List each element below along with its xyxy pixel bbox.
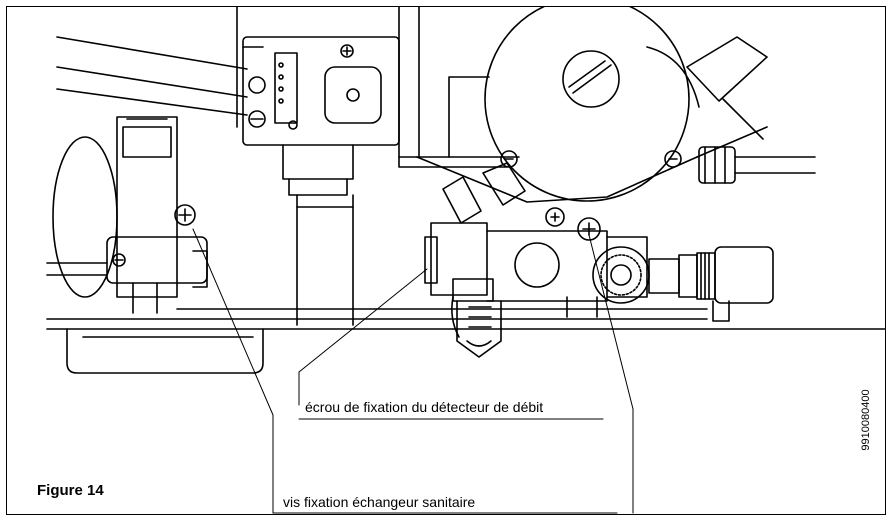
callout-exchanger-screw: vis fixation échangeur sanitaire [283,494,476,510]
drain-tap [451,278,502,358]
base-plate [46,308,885,374]
technical-drawing [46,7,885,514]
leader-lines [192,228,634,514]
left-valve-assembly [46,116,208,314]
callout-flow-detector-nut: écrou de fixation du détecteur de débit [305,399,544,415]
hydraulic-block [416,156,698,318]
flow-detector-knob [592,246,774,322]
figure-caption: Figure 14 [37,482,104,499]
figure-frame: Figure 14 écrou de fixation du détecteur… [6,6,886,515]
right-fitting [698,146,816,184]
reference-code: 9910080400 [860,389,872,451]
gas-valve-block [242,36,400,326]
top-rails [56,7,248,128]
